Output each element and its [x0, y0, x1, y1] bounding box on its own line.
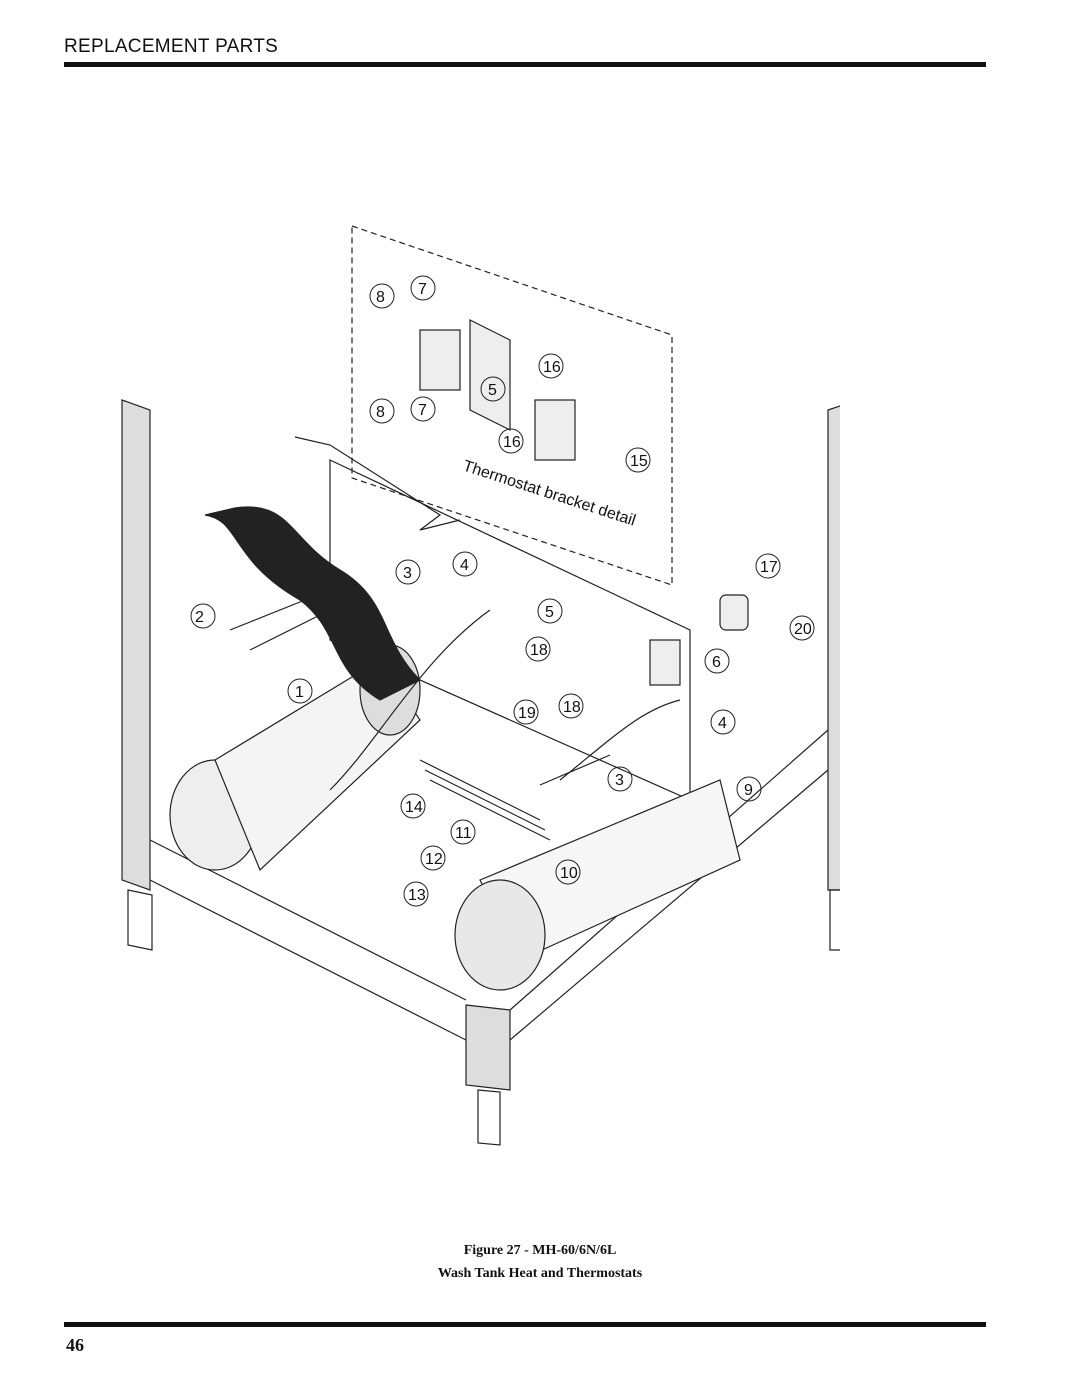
- callout-7: 7: [418, 402, 427, 419]
- figure-caption-subtitle: Wash Tank Heat and Thermostats: [437, 1266, 643, 1281]
- heater-element: [419, 759, 551, 841]
- detail-label: Thermostat bracket detail: [461, 458, 638, 530]
- callout-19: 19: [518, 705, 536, 722]
- hose: [204, 506, 422, 701]
- figure-caption-title: Figure 27 - MH-60/6N/6L: [463, 1243, 617, 1258]
- callout-16: 16: [543, 359, 561, 376]
- callout-7: 7: [418, 281, 427, 298]
- callout-13: 13: [408, 887, 426, 904]
- callout-8: 8: [376, 289, 385, 306]
- callout-17: 17: [760, 559, 778, 576]
- section-title: REPLACEMENT PARTS: [64, 36, 279, 57]
- footer-rule: [64, 1322, 986, 1327]
- callout-15: 15: [630, 453, 648, 470]
- callout-18: 18: [563, 699, 581, 716]
- front-leg: [465, 1004, 511, 1091]
- detail-box: [351, 225, 673, 586]
- callout-12: 12: [425, 851, 443, 868]
- callout-6: 6: [712, 654, 721, 671]
- callout-8: 8: [376, 404, 385, 421]
- callout-5: 5: [488, 382, 497, 399]
- thermostat-bulbs: [229, 589, 341, 651]
- callout-5: 5: [545, 604, 554, 621]
- tank-endcap: [454, 879, 546, 991]
- callout-4: 4: [460, 557, 469, 574]
- callout-4: 4: [718, 715, 727, 732]
- callout-2: 2: [195, 609, 204, 626]
- parts-diagram: 8 7 16 5 8 7 16 15 3 4 17 2 5 20 18 6 1 …: [121, 225, 840, 1146]
- header-rule: [64, 62, 986, 67]
- callout-1: 1: [295, 684, 304, 701]
- callout-16: 16: [503, 434, 521, 451]
- left-leg: [121, 399, 151, 891]
- callout-3: 3: [615, 772, 624, 789]
- callout-3: 3: [403, 565, 412, 582]
- callout-11: 11: [455, 825, 472, 842]
- right-leg: [827, 405, 840, 891]
- callout-10: 10: [560, 865, 578, 882]
- callout-9: 9: [744, 782, 753, 799]
- callout-14: 14: [405, 799, 423, 816]
- page-number: 46: [66, 1335, 84, 1355]
- callout-18: 18: [530, 642, 548, 659]
- callout-20: 20: [794, 621, 812, 638]
